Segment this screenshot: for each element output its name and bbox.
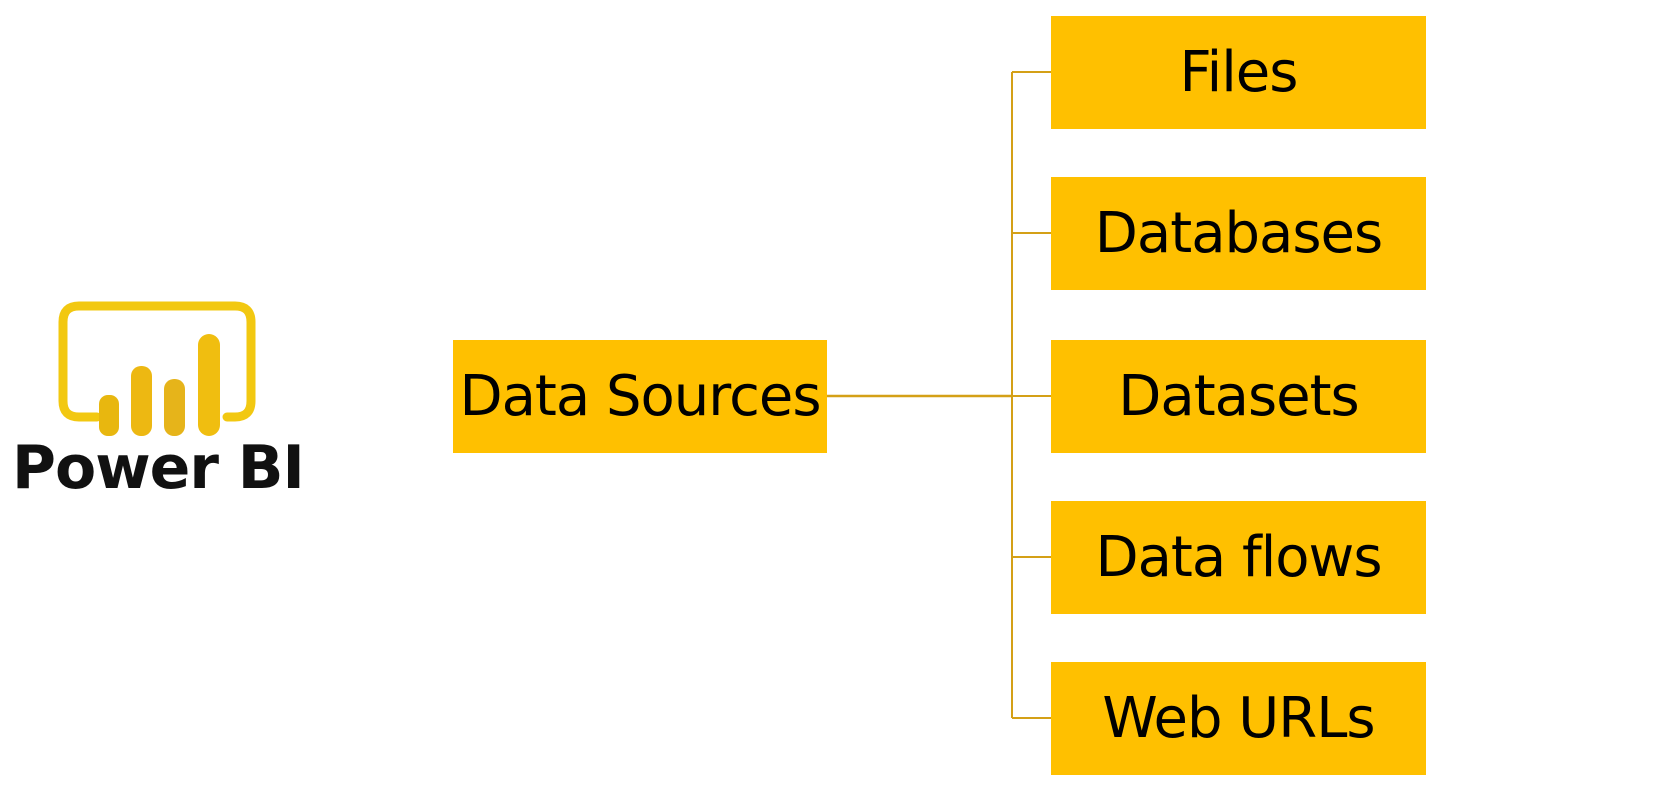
power-bi-wordmark: Power BI — [12, 433, 305, 503]
power-bi-logo: Power BI — [12, 300, 305, 503]
node-files: Files — [1051, 16, 1426, 129]
node-databases: Databases — [1051, 177, 1426, 290]
node-web-urls: Web URLs — [1051, 662, 1426, 775]
node-data-flows: Data flows — [1051, 501, 1426, 614]
node-datasets: Datasets — [1051, 340, 1426, 453]
power-bi-logo-icon — [58, 301, 256, 436]
node-data-sources: Data Sources — [453, 340, 827, 453]
